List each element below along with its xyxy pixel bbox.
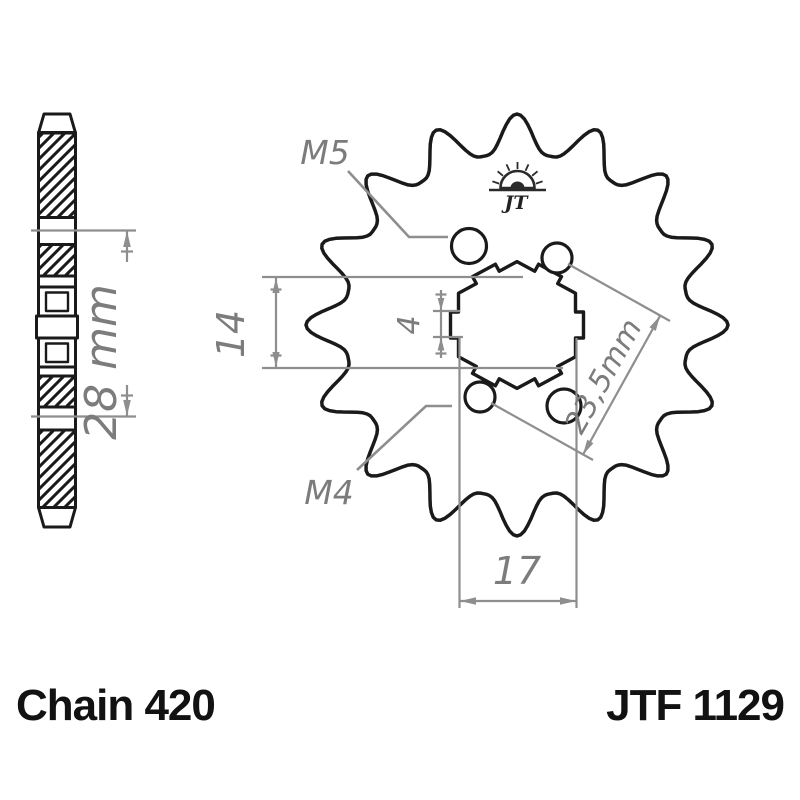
shaft-top-cap <box>37 112 77 135</box>
chain-pin-band <box>35 314 79 340</box>
sun-ray-icon <box>497 170 504 177</box>
sun-ray-icon <box>524 164 530 172</box>
side-view: 28 mm <box>31 112 136 529</box>
dimension-28mm: 28 mm <box>31 229 136 440</box>
arrowhead-down <box>437 298 445 311</box>
sun-ray-icon <box>535 180 543 185</box>
label-m5: M5 <box>300 133 448 239</box>
shaft-band <box>37 274 77 289</box>
part-number-label: JTF 1129 <box>606 681 784 730</box>
arrowhead-up <box>437 337 445 351</box>
hole-label-m4: M4 <box>304 473 353 512</box>
jt-logo-text: JT <box>501 192 529 214</box>
extension-line <box>490 402 594 461</box>
arrowhead-down <box>272 352 280 367</box>
dimension-label-28mm: 28 mm <box>76 284 127 440</box>
dimension-17: 17 <box>458 337 578 608</box>
arrowhead-down <box>123 400 131 416</box>
shaft-bottom-cap <box>37 506 77 529</box>
chain-link-inner <box>44 342 70 364</box>
extension-line <box>567 263 671 322</box>
dimension-14: 14 <box>209 275 563 370</box>
leader-line <box>356 404 452 471</box>
arrowhead-lower <box>583 439 594 455</box>
leader-line <box>347 170 448 239</box>
front-view: JT M5 M4 14 <box>209 112 730 608</box>
shaft-band <box>37 405 77 432</box>
dimension-line <box>582 315 661 456</box>
chain-size-label: Chain 420 <box>16 681 215 730</box>
arrowhead-right <box>560 597 576 605</box>
sun-dome-icon <box>499 169 536 190</box>
bolt-hole-top-right-m4 <box>540 241 574 275</box>
arrowhead-upper <box>649 316 660 331</box>
dimension-label-17: 17 <box>493 549 541 593</box>
bolt-hole-bottom-left-m4 <box>463 380 497 414</box>
arrowhead-left <box>460 597 476 605</box>
dimension-label-4: 4 <box>392 315 427 334</box>
sun-ray-icon <box>492 180 500 185</box>
sun-core-icon <box>510 181 525 188</box>
dimension-label-14: 14 <box>209 310 253 358</box>
jt-logo: JT <box>489 162 546 214</box>
chain-link-inner <box>44 291 70 313</box>
hatched-section <box>37 374 77 409</box>
footer: Chain 420 JTF 1129 <box>16 681 785 730</box>
arrowhead-up <box>272 278 280 293</box>
dimension-4: 4 <box>392 290 463 358</box>
hatched-section <box>37 243 77 278</box>
hatched-section <box>37 428 77 509</box>
arrowhead-up <box>123 231 131 247</box>
bolt-hole-bottom-right-m5 <box>545 387 583 425</box>
sun-ray-icon <box>505 164 511 172</box>
label-m4: M4 <box>304 404 452 512</box>
hole-label-m5: M5 <box>300 133 349 172</box>
hatched-section <box>37 131 77 219</box>
bolt-hole-top-left-m5 <box>449 226 489 266</box>
sun-ray-icon <box>531 170 539 177</box>
spline-bore <box>448 259 586 391</box>
